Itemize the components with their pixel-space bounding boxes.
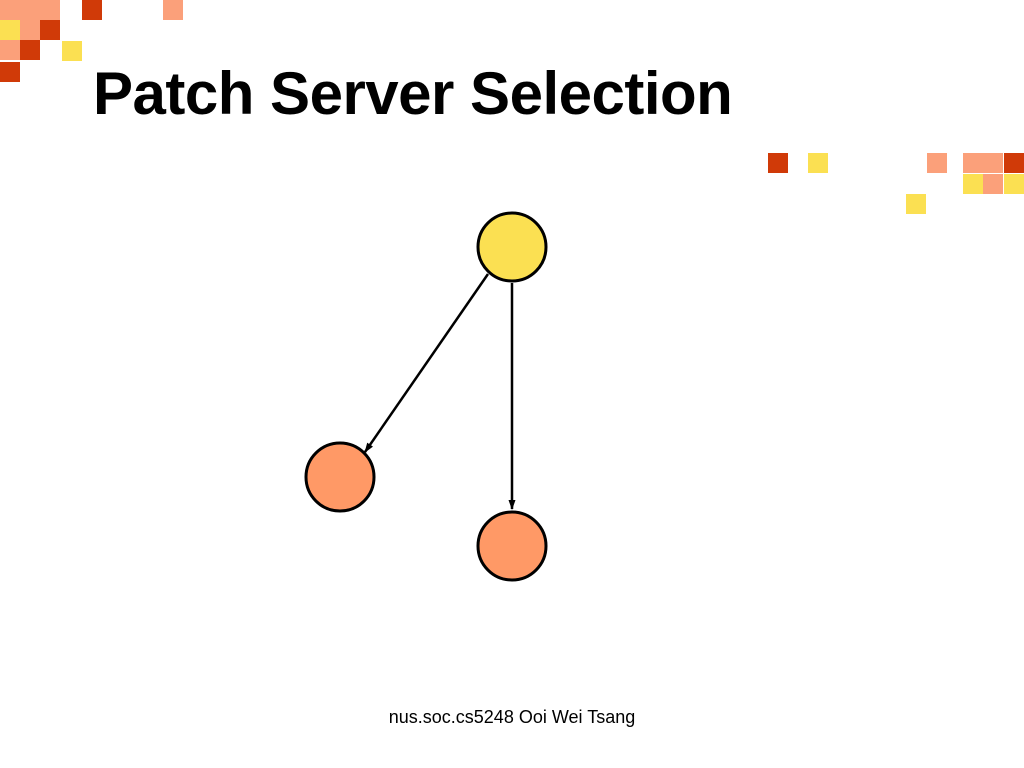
deco-square: [1004, 174, 1024, 194]
deco-square: [983, 174, 1003, 194]
deco-square: [20, 40, 40, 60]
deco-square: [40, 20, 60, 40]
edge-source-to-peer-left: [363, 273, 490, 453]
deco-square: [20, 20, 40, 40]
deco-square: [20, 0, 40, 20]
deco-square: [62, 41, 82, 61]
slide-title: Patch Server Selection: [93, 60, 733, 127]
deco-square: [906, 194, 926, 214]
deco-square: [1004, 153, 1024, 173]
deco-square: [0, 40, 20, 60]
peer-node-bottom: [476, 510, 548, 582]
deco-square: [40, 0, 60, 20]
deco-square: [963, 174, 983, 194]
slide-footer: nus.soc.cs5248 Ooi Wei Tsang: [388, 707, 636, 727]
deco-square: [0, 0, 20, 20]
peer-node-left: [304, 441, 376, 513]
deco-square: [808, 153, 828, 173]
deco-square: [927, 153, 947, 173]
deco-square: [0, 62, 20, 82]
deco-square: [768, 153, 788, 173]
deco-square: [0, 20, 20, 40]
deco-square: [983, 153, 1003, 173]
deco-square: [82, 0, 102, 20]
deco-square: [163, 0, 183, 20]
source-node: [476, 211, 548, 283]
deco-square: [963, 153, 983, 173]
